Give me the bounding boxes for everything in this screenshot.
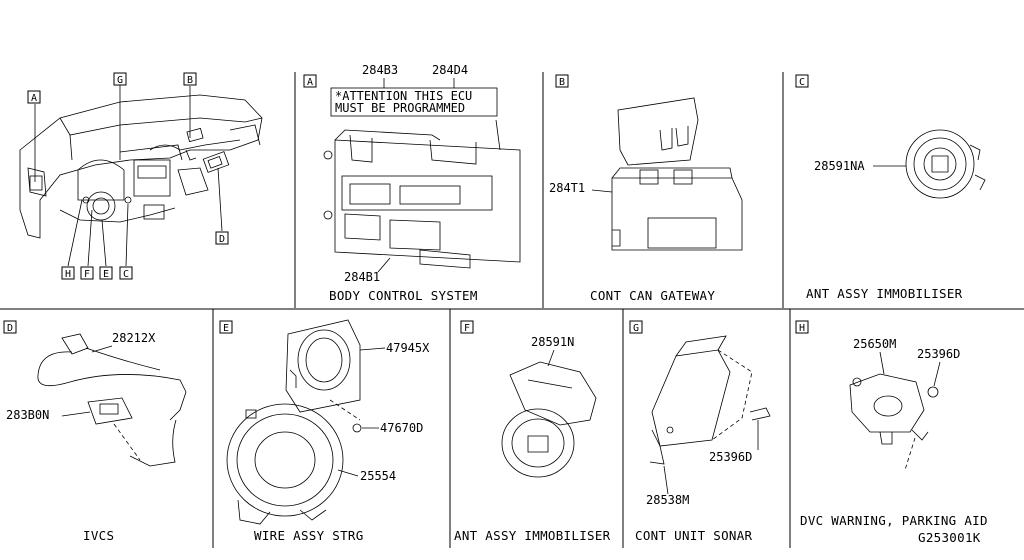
- screw-icon: [352, 423, 362, 433]
- overview-leaders: [34, 85, 223, 267]
- svg-text:F: F: [464, 323, 470, 334]
- caption-body-control-system: BODY CONTROL SYSTEM: [329, 288, 478, 303]
- svg-text:G: G: [633, 323, 639, 334]
- svg-text:H: H: [65, 269, 71, 280]
- panel-H-letter[interactable]: H: [795, 320, 809, 334]
- svg-text:D: D: [7, 323, 13, 334]
- panel-F-letter[interactable]: F: [460, 320, 474, 334]
- caption-cont-unit-sonar: CONT UNIT SONAR: [635, 528, 753, 543]
- part-28538M[interactable]: 28538M: [646, 493, 689, 507]
- overview-letter-A[interactable]: A: [27, 90, 41, 104]
- warning-buzzer-drawing: [849, 373, 939, 471]
- panel-F: F 28591N ANT ASSY IMMOBILISER: [454, 320, 611, 543]
- part-283B0N[interactable]: 283B0N: [6, 408, 49, 422]
- panel-B-letter[interactable]: B: [555, 74, 569, 88]
- caption-ivcs: IVCS: [83, 528, 114, 543]
- svg-text:A: A: [307, 77, 313, 88]
- gateway-drawing: [611, 97, 743, 251]
- overview-letter-G[interactable]: G: [113, 72, 127, 86]
- overview-letter-B[interactable]: B: [183, 72, 197, 86]
- bcm-ecu-drawing: [323, 119, 521, 269]
- immobiliser-ring-drawing: [905, 129, 986, 199]
- part-25650M[interactable]: 25650M: [853, 337, 896, 351]
- caption-ant-assy-immobiliser-f: ANT ASSY IMMOBILISER: [454, 528, 611, 543]
- part-284T1[interactable]: 284T1: [549, 181, 585, 195]
- overview-letter-E[interactable]: E: [99, 266, 113, 280]
- part-28591N[interactable]: 28591N: [531, 335, 574, 349]
- svg-text:*ATTENTION THIS ECU: *ATTENTION THIS ECU: [335, 89, 472, 103]
- panel-A-letter[interactable]: A: [303, 74, 317, 88]
- svg-text:E: E: [223, 323, 229, 334]
- svg-text:E: E: [103, 269, 109, 280]
- part-284B1[interactable]: 284B1: [344, 270, 380, 284]
- part-47945X[interactable]: 47945X: [386, 341, 430, 355]
- panel-B: B 284T1 CONT CAN GATEWAY: [549, 74, 743, 303]
- clock-spring-drawing: [226, 399, 361, 525]
- overview-letter-C[interactable]: C: [119, 266, 133, 280]
- part-47670D[interactable]: 47670D: [380, 421, 423, 435]
- svg-text:MUST BE PROGRAMMED: MUST BE PROGRAMMED: [335, 101, 465, 115]
- part-28212X[interactable]: 28212X: [112, 331, 156, 345]
- part-25396D-h[interactable]: 25396D: [917, 347, 960, 361]
- dashboard-drawing: [19, 94, 263, 239]
- overview-panel: A G B D H F E C: [19, 72, 263, 280]
- svg-text:C: C: [799, 77, 805, 88]
- panel-H: H 25650M 25396D DVC WARNING, PARKING AID…: [795, 320, 988, 545]
- caption-dvc-warning-parking-aid: DVC WARNING, PARKING AID: [800, 513, 988, 528]
- svg-text:A: A: [31, 93, 37, 104]
- panel-E-letter[interactable]: E: [219, 320, 233, 334]
- panel-C: C 28591NA ANT ASSY IMMOBILISER: [795, 74, 986, 301]
- caption-ant-assy-immobiliser-c: ANT ASSY IMMOBILISER: [806, 286, 963, 301]
- sonar-unit-drawing: [649, 335, 771, 465]
- svg-text:G: G: [117, 75, 123, 86]
- part-25396D-g[interactable]: 25396D: [709, 450, 752, 464]
- panel-E: E 47945X 47670D 25554 WIRE ASSY STRG: [219, 319, 430, 543]
- panel-G: G 25396D 28538M CONT UNIT SONAR: [629, 320, 771, 543]
- svg-text:H: H: [799, 323, 805, 334]
- panel-C-letter[interactable]: C: [795, 74, 809, 88]
- caption-wire-assy-strg: WIRE ASSY STRG: [254, 528, 364, 543]
- clock-spring-cover-drawing: [285, 319, 361, 413]
- programming-note: *ATTENTION THIS ECU MUST BE PROGRAMMED: [330, 87, 498, 117]
- panel-D-letter[interactable]: D: [3, 320, 17, 334]
- panel-dividers: [0, 72, 1024, 548]
- svg-text:C: C: [123, 269, 129, 280]
- part-25554[interactable]: 25554: [360, 469, 396, 483]
- diagram-code: G253001K: [918, 530, 981, 545]
- part-284B3[interactable]: 284B3: [362, 63, 398, 77]
- part-28591NA[interactable]: 28591NA: [814, 159, 865, 173]
- caption-cont-can-gateway: CONT CAN GATEWAY: [590, 288, 715, 303]
- panel-G-letter[interactable]: G: [629, 320, 643, 334]
- overview-letter-D[interactable]: D: [215, 231, 229, 245]
- svg-text:B: B: [187, 75, 193, 86]
- ivcs-drawing: [37, 333, 187, 467]
- svg-text:D: D: [219, 234, 225, 245]
- immobiliser-coil-drawing: [501, 361, 597, 478]
- overview-letter-F[interactable]: F: [80, 266, 94, 280]
- part-284D4[interactable]: 284D4: [432, 63, 468, 77]
- overview-letter-H[interactable]: H: [61, 266, 75, 280]
- panel-D: D 28212X 283B0N IVCS: [3, 320, 187, 543]
- svg-text:F: F: [84, 269, 90, 280]
- panel-A: A 284B3 284D4 *ATTENTION THIS ECU MUST B…: [303, 63, 521, 303]
- svg-text:B: B: [559, 77, 565, 88]
